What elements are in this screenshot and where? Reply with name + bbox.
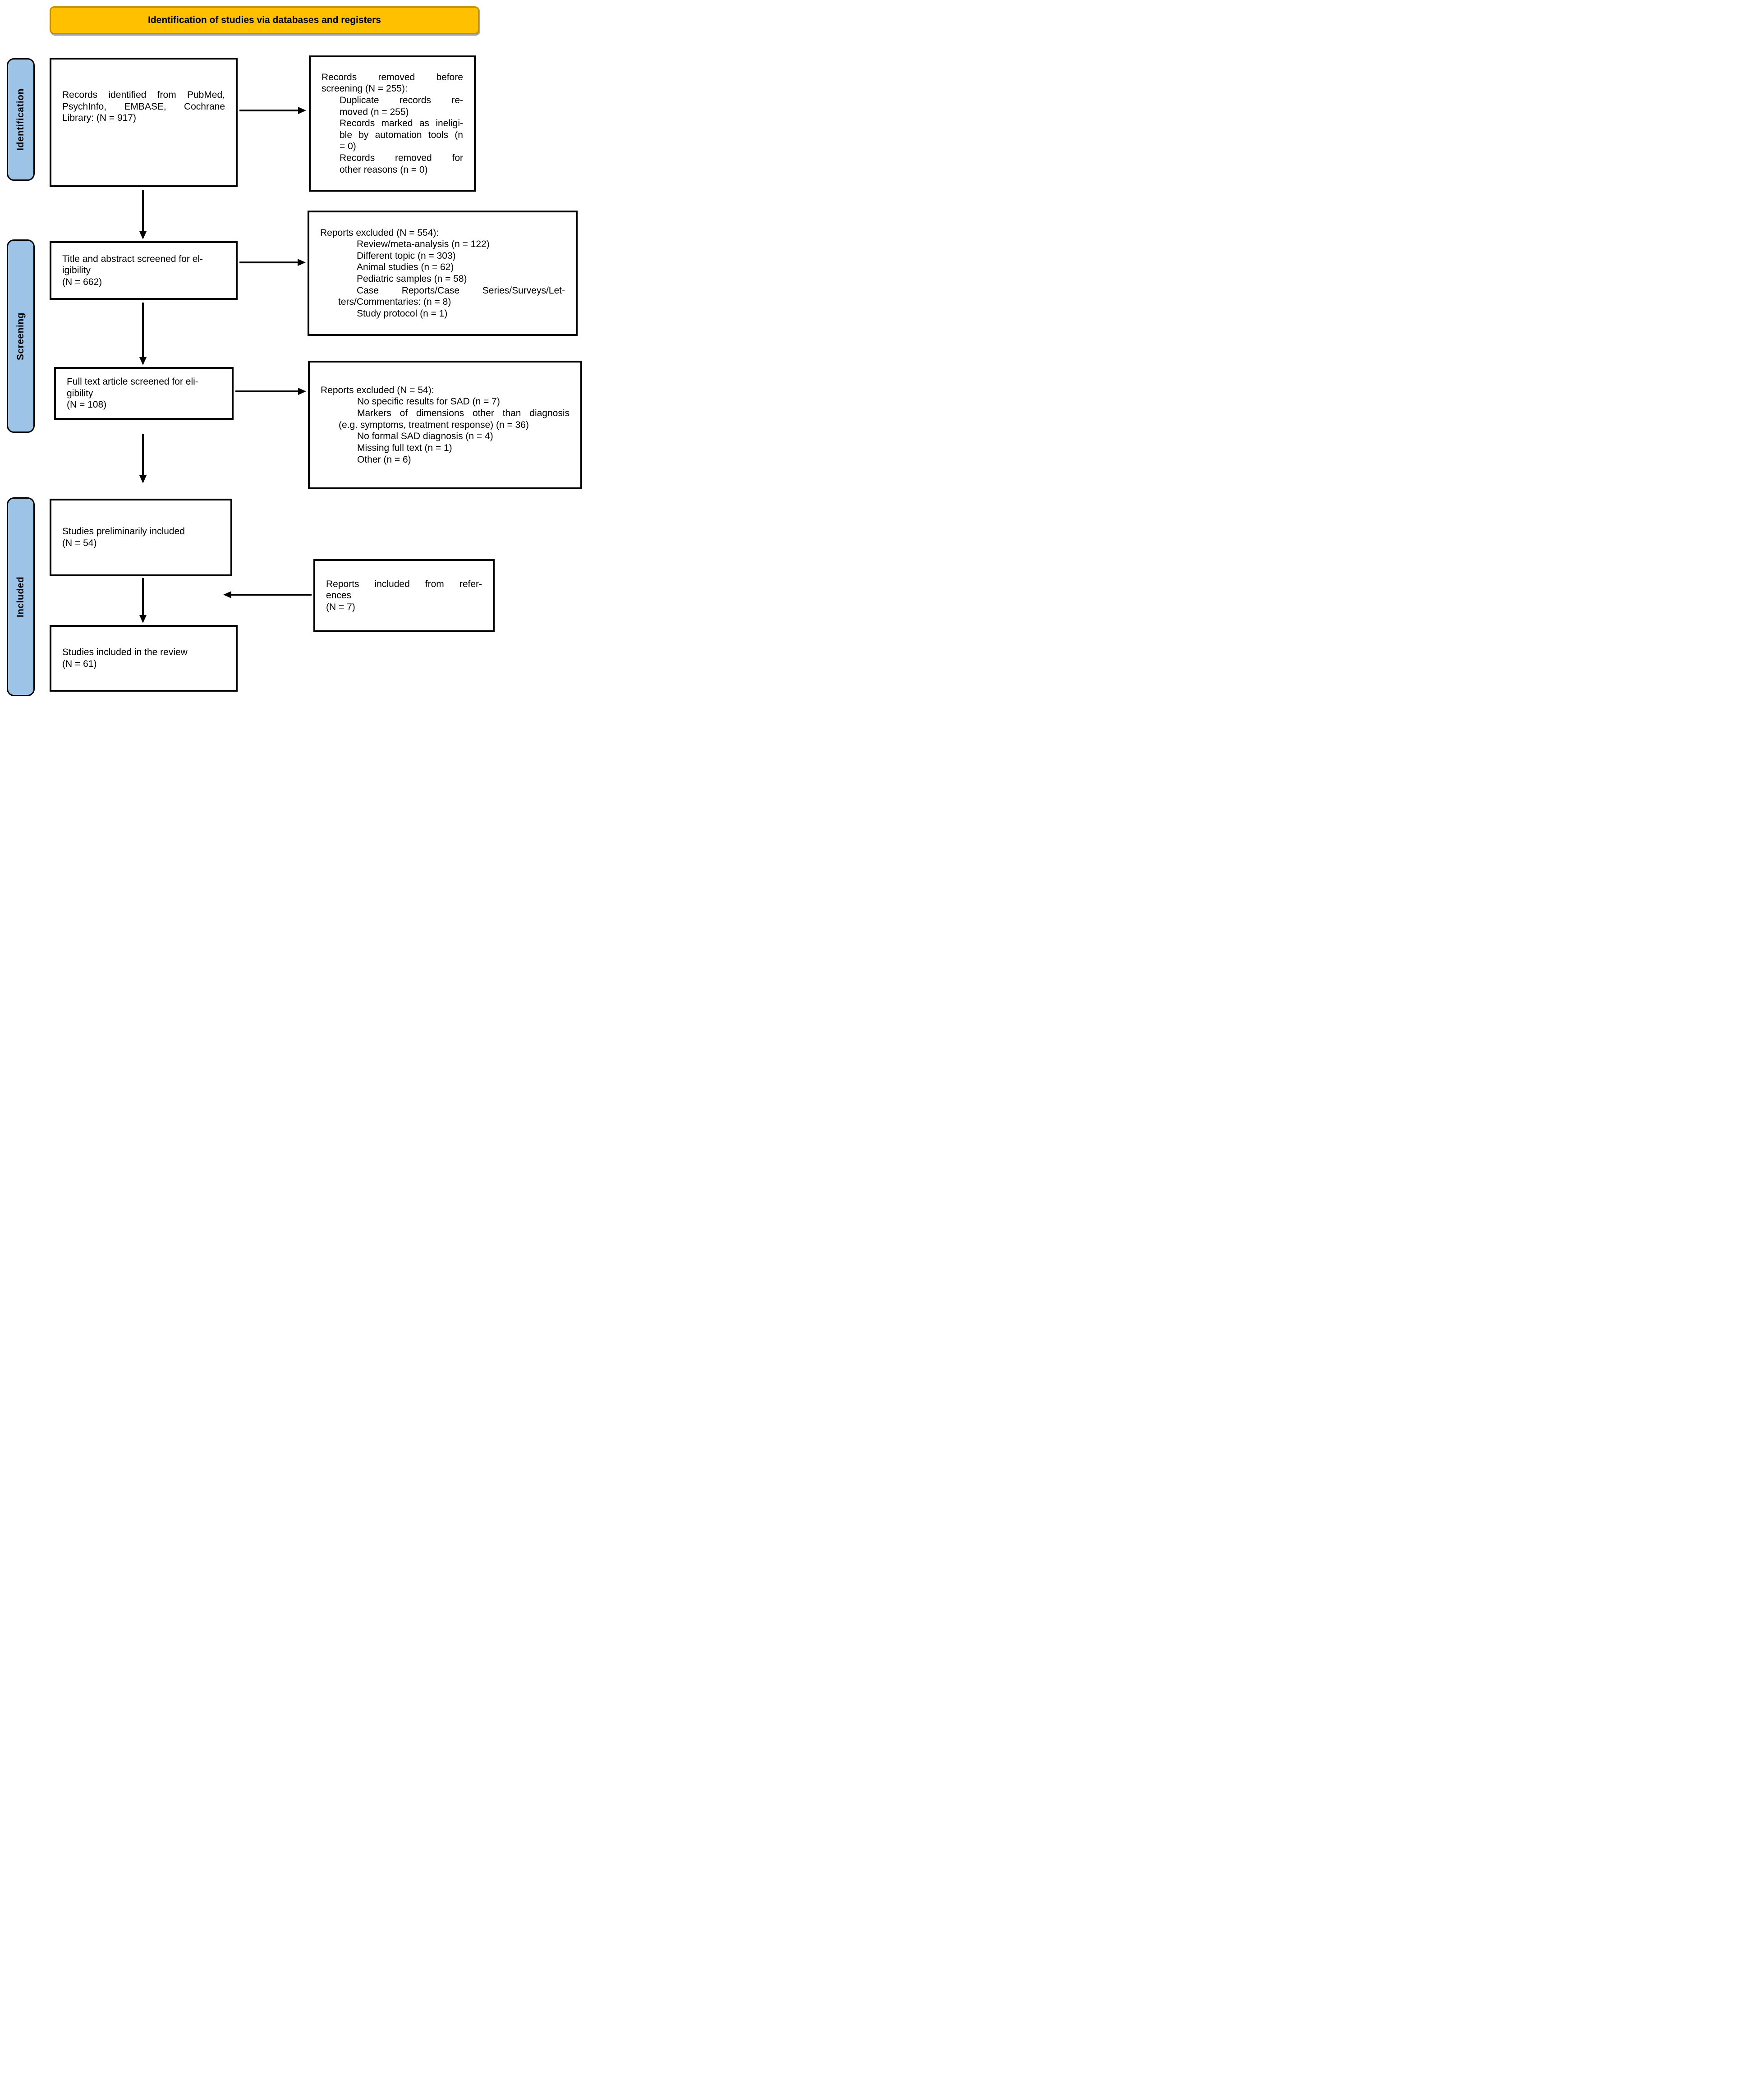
text-line: igibility [62,265,91,276]
records-removed-box: Records removed before screening (N = 25… [309,55,476,192]
text-line: Title and abstract screened for el- [62,253,203,264]
reports-excluded-554-box: Reports excluded (N = 554): Review/meta-… [308,211,578,336]
text-line: (N = 662) [62,276,102,287]
stage-label-text: Included [15,576,26,617]
text-line: (N = 7) [326,601,355,612]
text-line: (N = 108) [67,399,107,410]
diagram-title-banner: Identification of studies via databases … [50,6,479,34]
text-line: Full text article screened for eli- [67,376,198,387]
stage-label-screening: Screening [7,239,35,433]
text-line: Studies included in the review [62,647,188,658]
stage-label-text: Identification [15,88,26,151]
text-line: Studies preliminarily included [62,526,185,537]
text-line: Study protocol (n = 1) [357,308,448,319]
full-text-screened-box: Full text article screened for eli- gibi… [54,367,234,420]
text-line: ters/Commentaries: (n = 8) [338,297,451,308]
text-line: No specific results for SAD (n = 7) [357,396,500,407]
text-line: ble by automation tools (n [340,129,463,140]
text-line: moved (n = 255) [340,106,409,117]
stage-label-included: Included [7,497,35,696]
text-line: Animal studies (n = 62) [357,262,454,273]
reports-from-references-box: Reports included from refer- ences (N = … [313,559,495,632]
diagram-title: Identification of studies via databases … [148,15,381,25]
text-line: Pediatric samples (n = 58) [357,274,467,284]
text-line: (e.g. symptoms, treatment response) (n =… [339,419,529,430]
text-line: Duplicate records re- [340,95,463,106]
text-line: (N = 61) [62,659,97,669]
text-line: gibility [67,388,93,399]
stage-label-text: Screening [15,312,26,360]
text-line: = 0) [340,141,356,152]
prisma-flow-diagram: Identification of studies via databases … [0,0,588,698]
stage-label-identification: Identification [7,58,35,181]
text-line: No formal SAD diagnosis (n = 4) [357,431,493,442]
text-line: Review/meta-analysis (n = 122) [357,239,490,250]
studies-preliminarily-included-box: Studies preliminarily included (N = 54) [50,499,232,576]
text-line: Other (n = 6) [357,454,411,465]
text-line: Reports excluded (N = 554): [320,227,439,238]
text-line: Records removed before [322,72,463,83]
text-line: Library: (N = 917) [62,113,136,124]
title-abstract-screened-box: Title and abstract screened for el- igib… [50,241,238,300]
text-line: Case Reports/Case Series/Surveys/Let- [357,285,565,296]
text-line: Reports included from refer- [326,578,482,589]
text-line: PsychInfo, EMBASE, Cochrane [62,101,225,112]
text-line: Records identified from PubMed, [62,90,225,101]
text-line: Markers of dimensions other than diagnos… [357,408,570,419]
text-line: (N = 54) [62,538,97,548]
studies-included-review-box: Studies included in the review (N = 61) [50,625,238,692]
text-line: Records removed for [340,153,463,164]
text-line: Reports excluded (N = 54): [321,385,434,395]
records-identified-box: Records identified from PubMed, PsychInf… [50,58,238,187]
text-line: screening (N = 255): [322,83,408,94]
text-line: Different topic (n = 303) [357,250,456,261]
text-line: other reasons (n = 0) [340,164,428,175]
text-line: Missing full text (n = 1) [357,442,452,453]
text-line: ences [326,590,352,601]
reports-excluded-54-box: Reports excluded (N = 54): No specific r… [308,361,582,489]
text-line: Records marked as ineligi- [340,118,463,129]
